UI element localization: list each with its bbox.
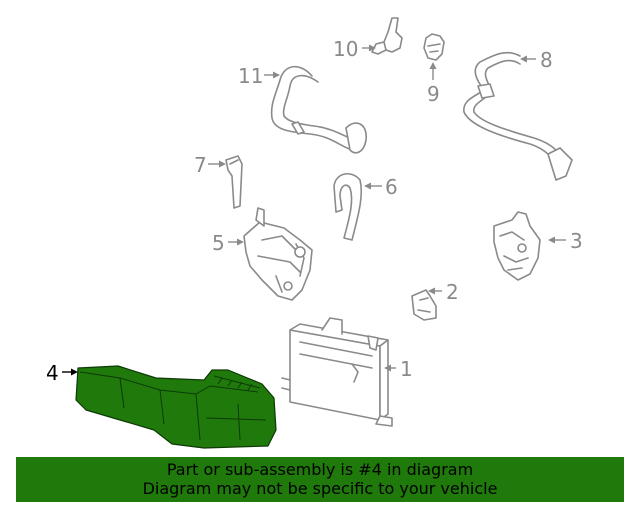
callout-10: 10 <box>333 37 358 61</box>
part-2-bracket <box>411 289 437 321</box>
callout-1: 1 <box>400 357 413 381</box>
part-11-hose <box>270 65 367 154</box>
part-7-pipe <box>225 155 243 209</box>
callout-11: 11 <box>238 64 263 88</box>
callout-8: 8 <box>540 48 553 72</box>
callout-7: 7 <box>194 153 207 177</box>
part-6-hose <box>333 173 363 241</box>
callout-5: 5 <box>212 231 225 255</box>
banner-line-2: Diagram may not be specific to your vehi… <box>142 479 498 498</box>
callout-2: 2 <box>446 280 459 304</box>
part-3-bracket <box>493 211 541 281</box>
callout-6: 6 <box>385 175 398 199</box>
banner-line-1: Part or sub-assembly is #4 in diagram <box>166 460 474 479</box>
parts-diagram: 10 9 11 8 7 6 <box>46 17 583 449</box>
part-4-air-duct-highlighted <box>75 365 277 449</box>
part-10-bracket <box>371 17 403 55</box>
part-1-cooler <box>281 317 393 427</box>
callout-4: 4 <box>46 361 59 385</box>
callout-3: 3 <box>570 229 583 253</box>
info-banner: Part or sub-assembly is #4 in diagram Di… <box>16 457 624 502</box>
part-5-valve <box>243 207 313 301</box>
part-8-hose <box>463 51 573 181</box>
callout-9: 9 <box>427 82 440 106</box>
part-9-sensor <box>423 33 445 61</box>
